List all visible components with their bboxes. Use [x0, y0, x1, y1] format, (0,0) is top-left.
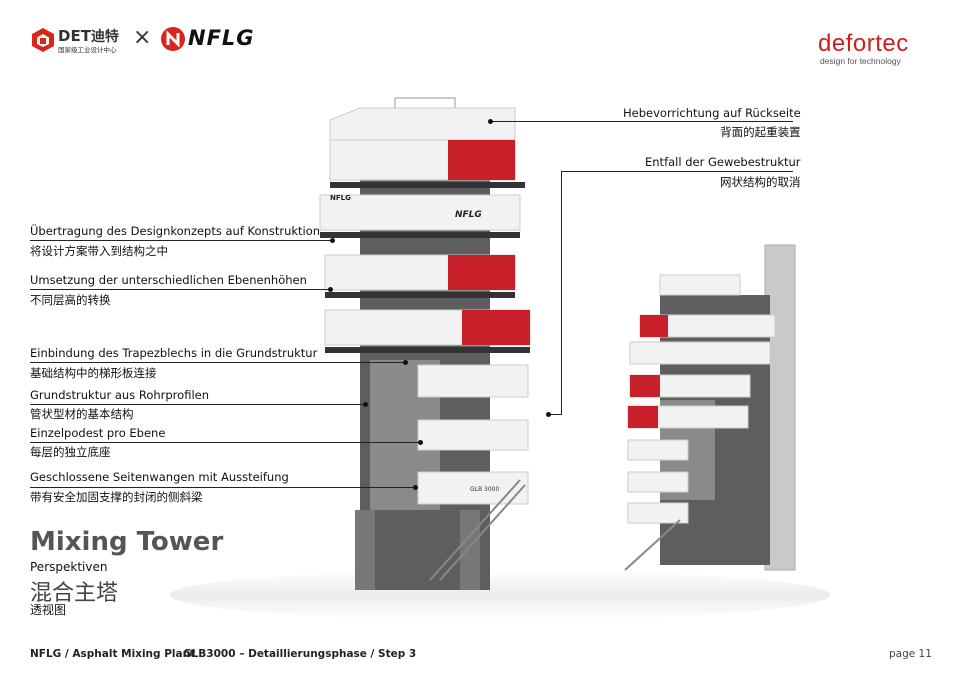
secondary-tower: [624, 244, 796, 571]
det-logo: [31, 27, 55, 57]
tower-level: [329, 139, 516, 181]
callout-trapezoid-sheet: Einbindung des Trapezblechs in die Grund…: [30, 346, 318, 380]
leader-line: [548, 414, 562, 415]
det-hexagon-icon: [32, 28, 54, 52]
subtitle-cn: 混合主塔: [30, 581, 119, 606]
subtitle-de: Perspektiven: [30, 560, 108, 574]
leader-line: [561, 171, 562, 414]
callout-level-heights: Umsetzung der unterschiedlichen Ebenenhö…: [30, 273, 307, 307]
leader-dot: [546, 412, 551, 417]
tower-brand-label: NFLG: [455, 210, 482, 220]
callout-side-stringers: Geschlossene Seitenwangen mit Aussteifun…: [30, 470, 289, 504]
footer-project: NFLG / Asphalt Mixing Plant: [30, 648, 196, 660]
callout-design-concept: Übertragung des Designkonzepts auf Konst…: [30, 224, 321, 258]
main-tower: NFLG NFLG GLB 3000: [319, 97, 531, 590]
nflg-emblem-icon: [161, 27, 185, 51]
leader-dot: [488, 119, 493, 124]
defortec-tagline: design for technology: [820, 56, 901, 66]
footer-phase: GLB3000 – Detaillierungsphase / Step 3: [183, 648, 417, 660]
det-logo-text: DET迪特: [58, 27, 119, 45]
nflg-logo-text: NFLG: [188, 26, 255, 50]
subtitle-cn-2: 透视图: [30, 603, 67, 617]
leader-line: [491, 121, 793, 122]
page-title: Mixing Tower: [30, 527, 224, 557]
det-logo-sub: 国家级工业设计中心: [58, 46, 117, 54]
page-number: page 11: [889, 648, 932, 660]
staircase: [429, 479, 526, 581]
tower-brand-label: NFLG: [330, 194, 351, 202]
ground-shadow: [170, 570, 830, 620]
nflg-logo: [160, 26, 186, 56]
defortec-logo: defortec: [818, 30, 909, 57]
leader-line: [561, 171, 793, 172]
cross-symbol: ×: [133, 25, 152, 50]
tower-model-label: GLB 3000: [470, 486, 499, 493]
